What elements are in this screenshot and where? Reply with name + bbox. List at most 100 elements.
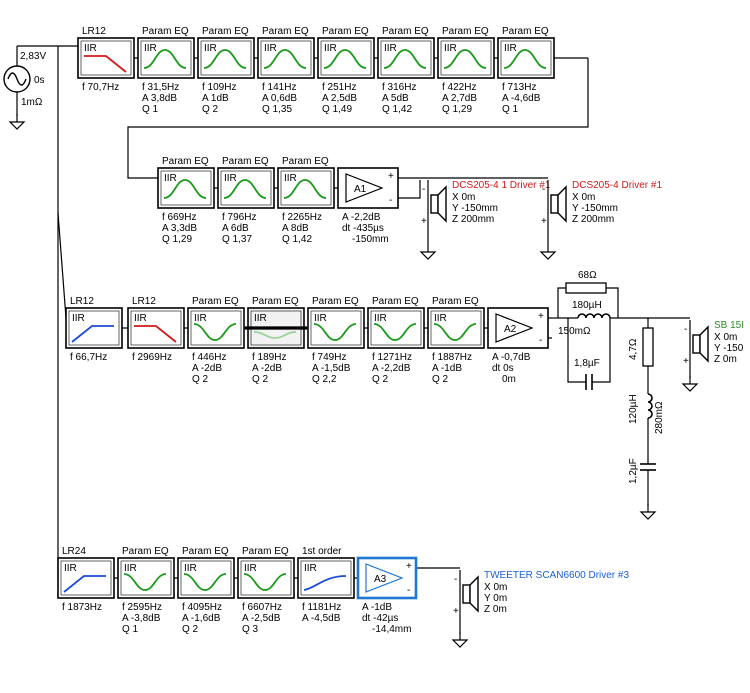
amp-name: A3: [374, 574, 387, 585]
cap-1-8-icon[interactable]: [585, 374, 593, 390]
amp-minus: -: [389, 195, 392, 206]
passive-l-shunt: 120µH: [628, 394, 639, 424]
block-tag: IIR: [264, 43, 277, 54]
speaker-magnet: [692, 334, 701, 354]
driver-param-1: Y -150mm: [452, 203, 498, 214]
resistor-68-icon[interactable]: [565, 282, 607, 294]
param-0: f 6607Hz: [242, 602, 282, 613]
param-1: A 1dB: [202, 93, 229, 104]
amp-param-0: A -0,7dB: [492, 352, 531, 363]
passive-r-shunt: 4,7Ω: [628, 338, 639, 360]
source-voltage: 2,83V: [20, 51, 46, 62]
driver-sb-ground-icon: [681, 376, 699, 392]
block-tag: IIR: [504, 43, 517, 54]
block-frame: [137, 37, 195, 79]
block-tag: IIR: [224, 173, 237, 184]
block-frame: [177, 557, 235, 599]
coil-120-icon[interactable]: [647, 393, 653, 419]
response-curve-icon: [283, 179, 327, 199]
block-inner: [130, 310, 182, 346]
param-1: A 5dB: [382, 93, 409, 104]
block-frame: [157, 167, 215, 209]
block-frame: [117, 557, 175, 599]
cap-1-2-icon[interactable]: [640, 463, 656, 471]
response-curve-icon: [303, 575, 347, 591]
passive-l-series: 180µH: [572, 300, 602, 311]
cpar-left: [567, 318, 586, 383]
response-curve-icon: [433, 323, 477, 341]
amp-minus: -: [407, 585, 410, 596]
param-1: A -1,6dB: [182, 613, 221, 624]
param-0: f 189Hz: [252, 352, 286, 363]
param-0: f 1271Hz: [372, 352, 412, 363]
driver-param-1: Y 0m: [484, 593, 507, 604]
block-tag: IIR: [204, 43, 217, 54]
block-tag: IIR: [134, 313, 147, 324]
driver-tweeter[interactable]: -+TWEETER SCAN6600 Driver #3X 0mY 0mZ 0m: [453, 570, 629, 618]
coil-180-icon[interactable]: [577, 313, 611, 319]
block-inner: [68, 310, 120, 346]
block-inner: [190, 310, 242, 346]
block-inner: [160, 170, 212, 206]
wires-layer: [16, 45, 691, 634]
block-frame: [217, 167, 275, 209]
block-title: Param EQ: [312, 296, 359, 307]
driver-param-2: Z 0m: [484, 604, 507, 615]
driver-name: SB 15I: [714, 320, 744, 331]
speaker-plus: +: [683, 356, 689, 367]
passive-r-top: 68Ω: [578, 270, 597, 281]
block-title: LR12: [132, 296, 156, 307]
param-0: f 1887Hz: [432, 352, 472, 363]
r68-left: [557, 287, 566, 318]
param-2: Q 1,37: [222, 234, 252, 245]
response-curve-icon: [313, 323, 357, 341]
block-inner: [60, 560, 112, 596]
block-title: Param EQ: [252, 296, 299, 307]
amp-name: A1: [354, 184, 367, 195]
param-2: Q 3: [242, 624, 259, 635]
resistor-4-7-icon[interactable]: [642, 327, 654, 367]
block-title: Param EQ: [242, 546, 289, 557]
source-resistance: 1mΩ: [21, 97, 43, 108]
param-1: A 3,8dB: [142, 93, 177, 104]
param-1: A -1,5dB: [312, 363, 351, 374]
a1-minus-stub: [398, 180, 421, 199]
block-title: Param EQ: [372, 296, 419, 307]
block-inner: [380, 40, 432, 76]
response-curve-icon: [163, 179, 207, 199]
block-frame: [197, 37, 255, 79]
speaker-minus: -: [684, 324, 687, 335]
speaker-cone-icon: [557, 185, 567, 223]
